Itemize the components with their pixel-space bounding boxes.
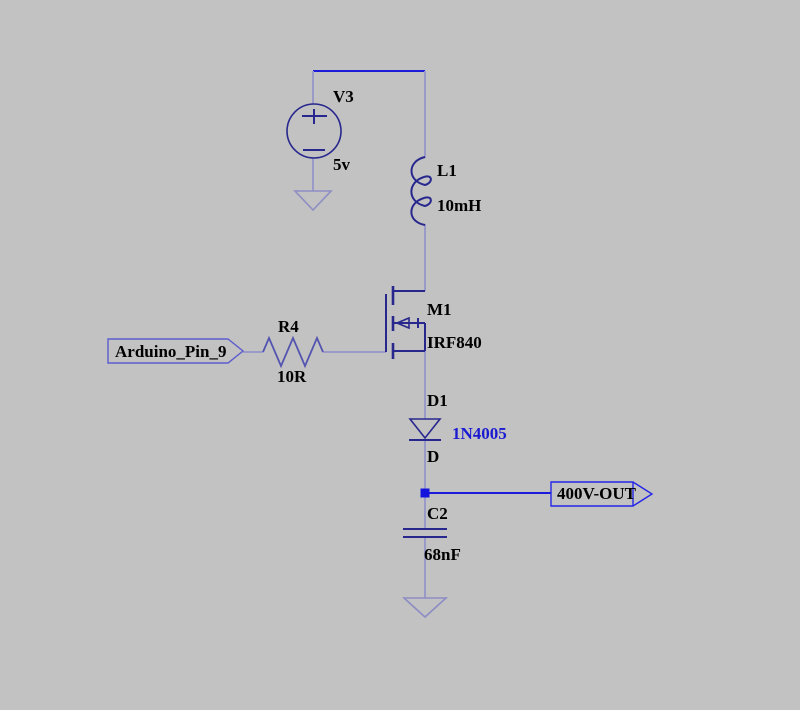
ground-symbol-output[interactable] — [401, 597, 449, 619]
ground-symbol-source[interactable] — [293, 190, 333, 212]
v3-value-label[interactable]: 5v — [333, 155, 350, 174]
wire-junction-dot — [420, 488, 430, 498]
m1-ref-label[interactable]: M1 — [427, 300, 452, 319]
v3-ref-label[interactable]: V3 — [333, 87, 354, 106]
body-arrow — [394, 316, 410, 330]
r4-ref-label[interactable]: R4 — [278, 317, 299, 336]
l1-value-label[interactable]: 10mH — [437, 196, 482, 215]
output-port-label[interactable]: 400V-OUT — [557, 484, 637, 503]
diode-symbol[interactable] — [408, 418, 442, 441]
input-port-label[interactable]: Arduino_Pin_9 — [115, 342, 227, 361]
d1-ref-label[interactable]: D1 — [427, 391, 448, 410]
nmos-transistor-symbol[interactable] — [385, 286, 426, 359]
resistor-symbol[interactable] — [262, 335, 324, 369]
voltage-source-circle — [286, 103, 342, 159]
voltage-source-symbol[interactable] — [286, 103, 342, 159]
capacitor-symbol[interactable] — [403, 528, 447, 538]
output-port-flag-outline — [550, 481, 654, 507]
output-port-flag[interactable] — [550, 481, 654, 507]
diode-triangle — [408, 418, 442, 440]
d1-value-label[interactable]: 1N4005 — [452, 424, 507, 443]
c2-value-label[interactable]: 68nF — [424, 545, 461, 564]
input-port-flag[interactable] — [107, 338, 245, 364]
m1-value-label[interactable]: IRF840 — [427, 333, 482, 352]
c2-ref-label[interactable]: C2 — [427, 504, 448, 523]
d1-pin-label[interactable]: D — [427, 447, 440, 466]
inductor-symbol[interactable] — [410, 156, 432, 226]
l1-ref-label[interactable]: L1 — [437, 161, 457, 180]
r4-value-label[interactable]: 10R — [277, 367, 307, 386]
